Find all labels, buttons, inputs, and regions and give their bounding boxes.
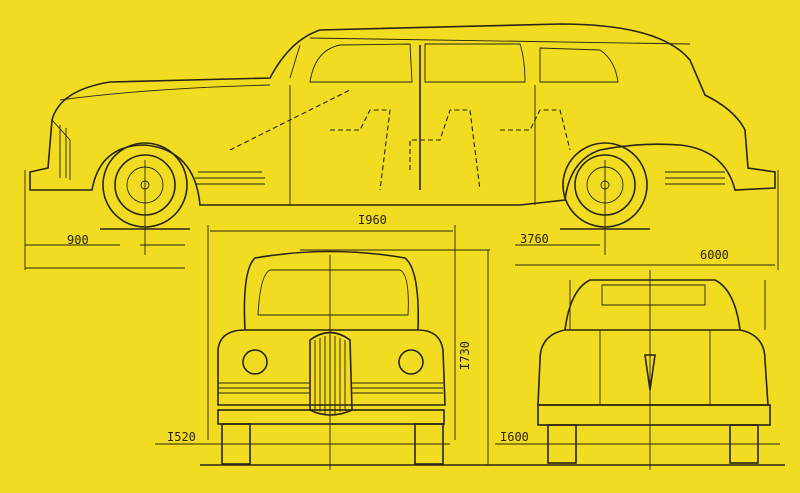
- dimension-rear-track: I600: [500, 430, 529, 444]
- dimension-front-track: I520: [167, 430, 196, 444]
- rear-view: [537, 270, 771, 470]
- side-view: [29, 23, 776, 230]
- front-view: [217, 250, 446, 470]
- dimension-overall-height: I730: [458, 341, 472, 370]
- dimension-overall-width: I960: [358, 213, 387, 227]
- dimension-overall-length: 6000: [700, 248, 729, 262]
- dimension-wheelbase: 3760: [520, 232, 549, 246]
- dimension-front-overhang: 900: [67, 233, 89, 247]
- dimension-lines: [24, 160, 785, 466]
